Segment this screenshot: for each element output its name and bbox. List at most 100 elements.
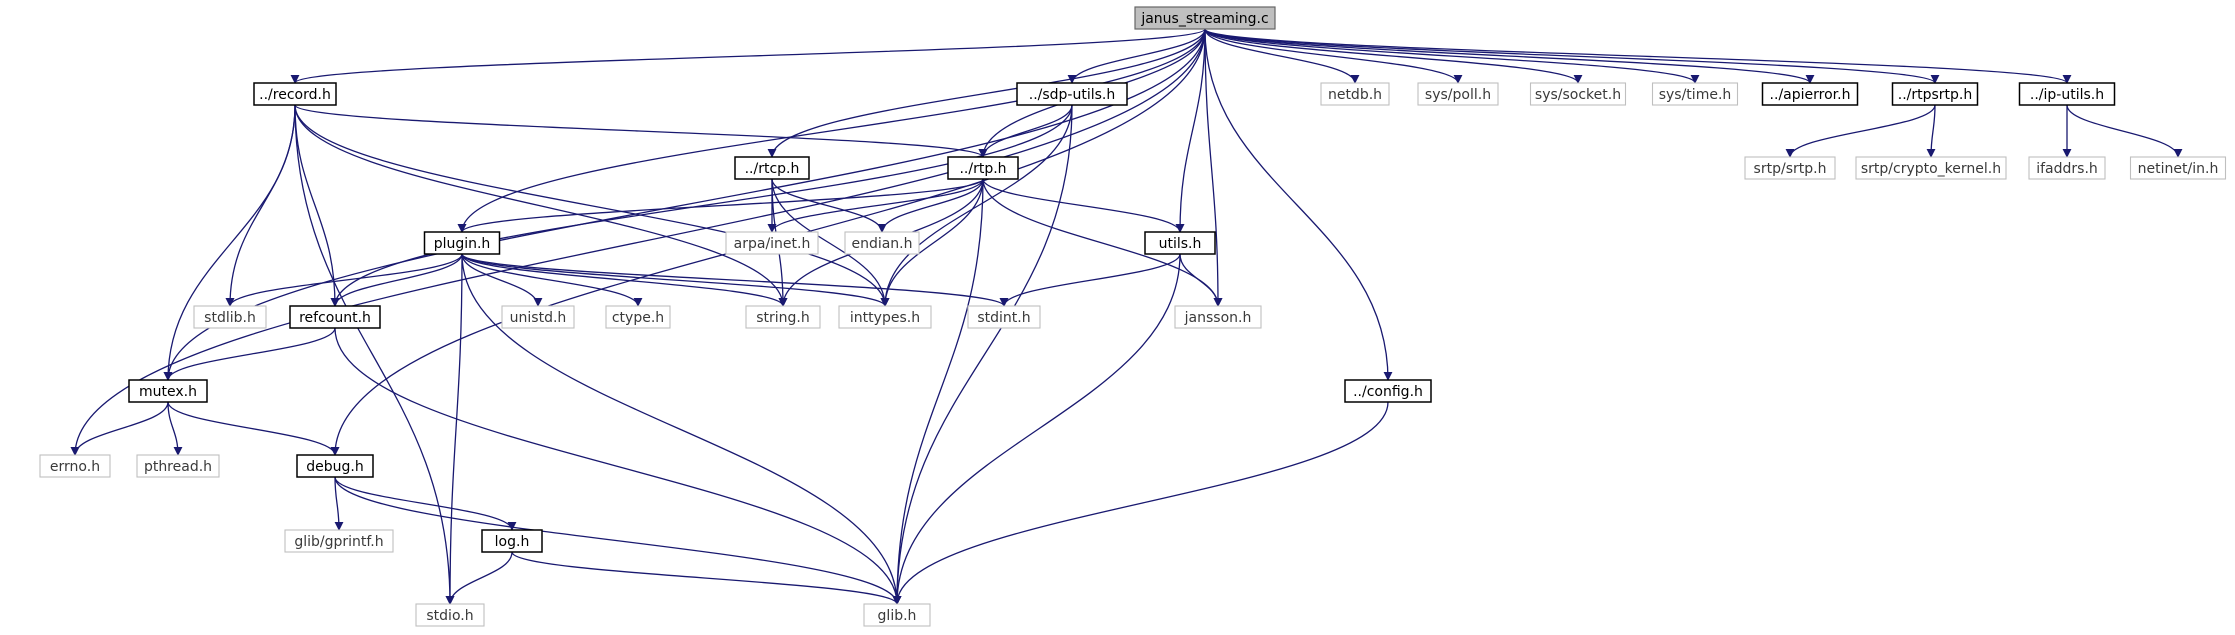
node-ip-utils-h[interactable]: ../ip-utils.h bbox=[2018, 82, 2116, 106]
edge-rtp_h-to-inttypes_h bbox=[880, 178, 984, 307]
node-jansson-h[interactable]: jansson.h bbox=[1174, 305, 1262, 329]
edge-rtp_h-to-arpa_inet_h bbox=[767, 178, 984, 233]
node-box bbox=[1417, 82, 1499, 106]
node-label: plugin.h bbox=[434, 236, 491, 252]
node-label: ifaddrs.h bbox=[2036, 161, 2098, 177]
edge-record_h-to-string_h bbox=[294, 104, 788, 307]
edge-refcount_h-to-glib_h bbox=[334, 327, 902, 605]
node-mutex-h[interactable]: mutex.h bbox=[128, 379, 208, 403]
node-box bbox=[193, 305, 267, 329]
node-debug-h[interactable]: debug.h bbox=[296, 454, 374, 478]
edge-record_h-to-rtp_h bbox=[294, 104, 988, 158]
node-label: inttypes.h bbox=[850, 310, 920, 326]
edge-rtp_h-to-plugin_h bbox=[457, 178, 984, 233]
nodes-layer: janus_streaming.c ../record.h ../sdp-utils… bbox=[39, 6, 2227, 627]
node-ctype-h[interactable]: ctype.h bbox=[605, 305, 671, 329]
edge-plugin_h-to-glib_h bbox=[461, 253, 902, 605]
node-box bbox=[1891, 82, 1979, 106]
edge-plugin_h-to-stdint_h bbox=[461, 253, 1009, 307]
edge-refcount_h-to-mutex_h bbox=[163, 327, 336, 381]
node-label: ../record.h bbox=[259, 87, 331, 103]
node-label: endian.h bbox=[851, 236, 912, 252]
node-srtp-srtp-h[interactable]: srtp/srtp.h bbox=[1744, 156, 1836, 180]
node-arpa-inet-h[interactable]: arpa/inet.h bbox=[725, 231, 819, 255]
edge-plugin_h-to-stdlib_h bbox=[225, 253, 463, 307]
edge-plugin_h-to-stdio_h bbox=[445, 253, 463, 605]
node-box bbox=[415, 603, 485, 627]
node-netinet-in-h[interactable]: netinet/in.h bbox=[2129, 156, 2227, 180]
node-sys-time-h[interactable]: sys/time.h bbox=[1651, 82, 1739, 106]
edge-sdp_utils_h-to-glib_h bbox=[892, 104, 1073, 605]
edge-plugin_h-to-unistd_h bbox=[461, 253, 543, 307]
node-config-h[interactable]: ../config.h bbox=[1344, 379, 1432, 403]
node-string-h[interactable]: string.h bbox=[745, 305, 821, 329]
node-label: unistd.h bbox=[510, 310, 567, 326]
edge-utils_h-to-glib_h bbox=[892, 253, 1181, 605]
node-glib-h[interactable]: glib.h bbox=[863, 603, 931, 627]
node-log-h[interactable]: log.h bbox=[481, 529, 543, 553]
node-box bbox=[1174, 305, 1262, 329]
edge-janus_streaming_c-to-errno_h bbox=[70, 28, 1206, 456]
edge-janus_streaming_c-to-config_h bbox=[1204, 28, 1393, 381]
node-box bbox=[1344, 379, 1432, 403]
node-rtpsrtp-h[interactable]: ../rtpsrtp.h bbox=[1891, 82, 1979, 106]
node-ifaddrs-h[interactable]: ifaddrs.h bbox=[2028, 156, 2106, 180]
node-sys-socket-h[interactable]: sys/socket.h bbox=[1529, 82, 1627, 106]
node-label: ../rtcp.h bbox=[745, 161, 800, 177]
edge-utils_h-to-jansson_h bbox=[1179, 253, 1223, 307]
node-stdio-h[interactable]: stdio.h bbox=[415, 603, 485, 627]
node-label: stdio.h bbox=[426, 608, 473, 624]
node-rtcp-h[interactable]: ../rtcp.h bbox=[734, 156, 810, 180]
node-box bbox=[2129, 156, 2227, 180]
node-rtp-h[interactable]: ../rtp.h bbox=[947, 156, 1019, 180]
node-box bbox=[1651, 82, 1739, 106]
node-sdp-utils-h[interactable]: ../sdp-utils.h bbox=[1016, 82, 1128, 106]
edge-janus_streaming_c-to-sdp_utils_h bbox=[1067, 28, 1206, 84]
node-box bbox=[838, 305, 932, 329]
node-box bbox=[136, 454, 220, 478]
node-record-h[interactable]: ../record.h bbox=[253, 82, 337, 106]
edge-janus_streaming_c-to-plugin_h bbox=[457, 28, 1206, 233]
node-inttypes-h[interactable]: inttypes.h bbox=[838, 305, 932, 329]
edge-ip_utils_h-to-netinet_in_h bbox=[2066, 104, 2183, 158]
node-pthread-h[interactable]: pthread.h bbox=[136, 454, 220, 478]
edge-plugin_h-to-refcount_h bbox=[330, 253, 463, 307]
edge-janus_streaming_c-to-jansson_h bbox=[1204, 28, 1223, 307]
node-label: string.h bbox=[756, 310, 810, 326]
edge-mutex_h-to-debug_h bbox=[167, 401, 340, 456]
node-netdb-h[interactable]: netdb.h bbox=[1320, 82, 1390, 106]
edge-sdp_utils_h-to-refcount_h bbox=[330, 104, 1073, 307]
node-label: sys/poll.h bbox=[1425, 87, 1491, 103]
edge-debug_h-to-glib_h bbox=[334, 476, 902, 605]
edge-rtcp_h-to-inttypes_h bbox=[771, 178, 890, 307]
node-janus-streaming-c[interactable]: janus_streaming.c bbox=[1134, 6, 1276, 30]
edge-record_h-to-stdlib_h bbox=[225, 104, 296, 307]
node-plugin-h[interactable]: plugin.h bbox=[423, 231, 501, 255]
node-label: refcount.h bbox=[299, 310, 371, 326]
node-box bbox=[1761, 82, 1859, 106]
edge-rtpsrtp_h-to-srtp_crypto_kernel_h bbox=[1926, 104, 1936, 158]
node-refcount-h[interactable]: refcount.h bbox=[289, 305, 381, 329]
edge-plugin_h-to-string_h bbox=[461, 253, 788, 307]
node-box bbox=[296, 454, 374, 478]
node-endian-h[interactable]: endian.h bbox=[844, 231, 920, 255]
edge-janus_streaming_c-to-rtpsrtp_h bbox=[1204, 28, 1940, 84]
edge-rtpsrtp_h-to-srtp_srtp_h bbox=[1785, 104, 1936, 158]
edge-janus_streaming_c-to-sys_time_h bbox=[1204, 28, 1700, 84]
node-unistd-h[interactable]: unistd.h bbox=[501, 305, 575, 329]
node-sys-poll-h[interactable]: sys/poll.h bbox=[1417, 82, 1499, 106]
edge-debug_h-to-glib_gprintf_h bbox=[334, 476, 344, 531]
node-stdint-h[interactable]: stdint.h bbox=[967, 305, 1041, 329]
node-box bbox=[284, 529, 394, 553]
node-glib-gprintf-h[interactable]: glib/gprintf.h bbox=[284, 529, 394, 553]
node-stdlib-h[interactable]: stdlib.h bbox=[193, 305, 267, 329]
node-apierror-h[interactable]: ../apierror.h bbox=[1761, 82, 1859, 106]
edge-janus_streaming_c-to-netdb_h bbox=[1204, 28, 1360, 84]
node-utils-h[interactable]: utils.h bbox=[1144, 231, 1216, 255]
node-srtp-crypto-kernel-h[interactable]: srtp/crypto_kernel.h bbox=[1855, 156, 2007, 180]
node-label: ../apierror.h bbox=[1770, 87, 1851, 103]
node-errno-h[interactable]: errno.h bbox=[39, 454, 111, 478]
node-box bbox=[1529, 82, 1627, 106]
edge-record_h-to-inttypes_h bbox=[294, 104, 890, 307]
node-box bbox=[1144, 231, 1216, 255]
